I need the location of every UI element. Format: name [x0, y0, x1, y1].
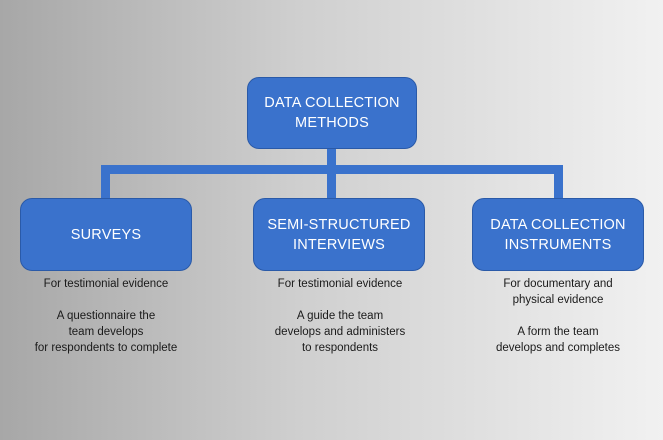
node-data-collection-instruments: DATA COLLECTION INSTRUMENTS: [472, 198, 644, 271]
interviews-description-text: A guide the team develops and administer…: [274, 310, 406, 354]
root-node: DATA COLLECTION METHODS: [247, 77, 417, 149]
instruments-description-text: A form the team develops and completes: [495, 326, 621, 354]
instruments-evidence-text: For documentary and physical evidence: [503, 278, 613, 306]
surveys-evidence-text: For testimonial evidence: [43, 278, 169, 290]
root-node-label: DATA COLLECTION METHODS: [264, 95, 400, 131]
node-semi-structured-interviews: SEMI-STRUCTURED INTERVIEWS: [253, 198, 425, 271]
node-surveys: SURVEYS: [20, 198, 192, 271]
connector-drop-surveys: [101, 165, 110, 200]
node-instruments-label: DATA COLLECTION INSTRUMENTS: [490, 216, 626, 253]
node-surveys-label: SURVEYS: [70, 226, 142, 243]
connector-stem: [327, 148, 336, 172]
connector-drop-interviews: [327, 165, 336, 200]
node-interviews-label: SEMI-STRUCTURED INTERVIEWS: [267, 216, 411, 253]
surveys-description-text: A questionnaire the team develops for re…: [34, 310, 178, 354]
interviews-evidence-text: For testimonial evidence: [277, 278, 403, 290]
connector-drop-instruments: [554, 165, 563, 200]
